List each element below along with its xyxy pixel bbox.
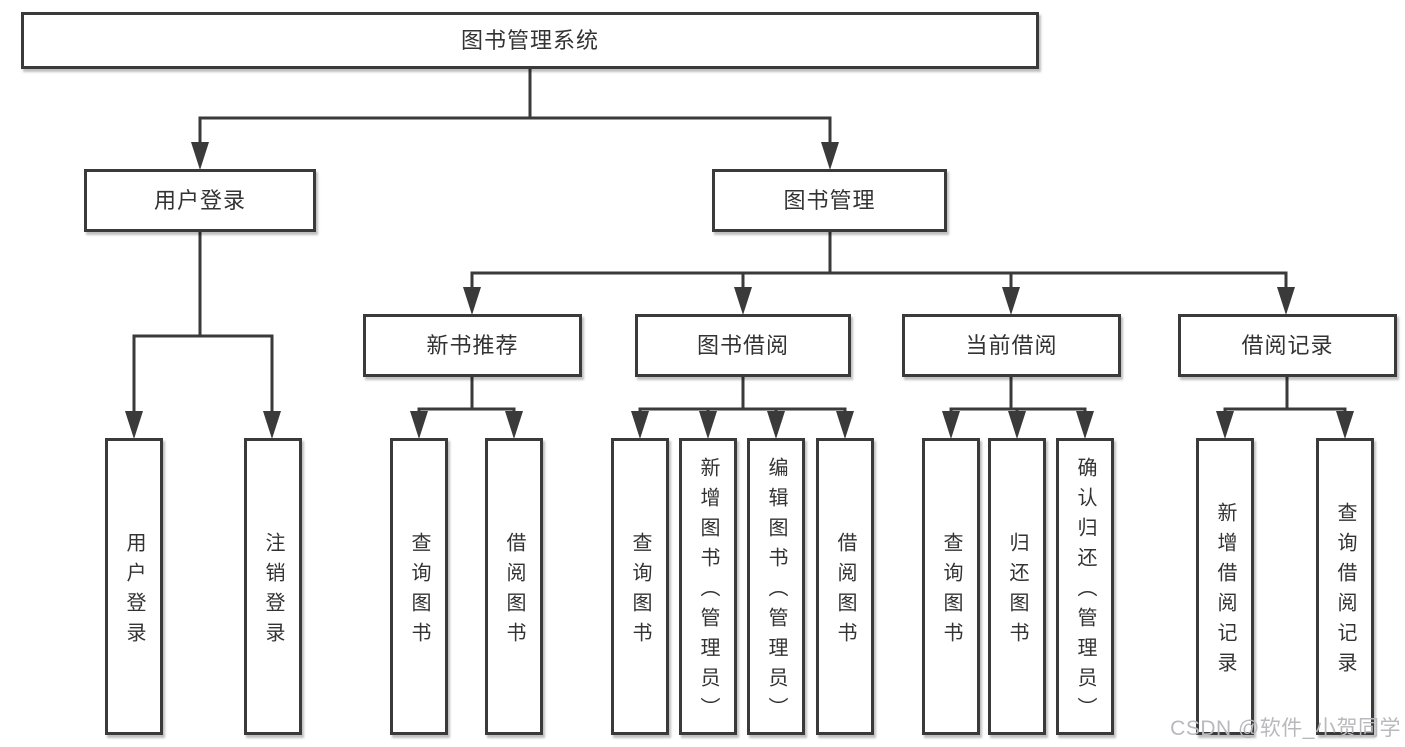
- leaf-bb-edit-books-admin: 编辑图书（管理员）: [747, 438, 805, 735]
- leaf-cb-return-books-label: 归还图书: [1006, 531, 1028, 652]
- leaf-cb-query-books: 查询图书: [922, 438, 980, 735]
- leaf-cb-return-books: 归还图书: [988, 438, 1046, 735]
- leaf-br-add-record: 新增借阅记录: [1196, 438, 1254, 735]
- node-current-borrow: 当前借阅: [902, 314, 1121, 377]
- node-library-system: 图书管理系统: [21, 12, 1039, 69]
- node-book-management: 图书管理: [712, 169, 947, 232]
- leaf-nb-borrow-books-label: 借阅图书: [503, 531, 525, 652]
- leaf-br-query-record: 查询借阅记录: [1316, 438, 1374, 735]
- node-current-borrow-label: 当前借阅: [965, 332, 1058, 358]
- node-borrow-records-label: 借阅记录: [1241, 332, 1334, 358]
- node-user-login-label: 用户登录: [153, 187, 246, 213]
- leaf-nb-query-books: 查询图书: [390, 438, 448, 735]
- leaf-bb-query-books-label: 查询图书: [629, 531, 651, 652]
- leaf-cb-query-books-label: 查询图书: [940, 531, 962, 652]
- leaf-nb-borrow-books: 借阅图书: [485, 438, 543, 735]
- leaf-nb-query-books-label: 查询图书: [408, 531, 430, 652]
- node-book-borrow: 图书借阅: [635, 314, 851, 377]
- leaf-br-add-record-label: 新增借阅记录: [1214, 501, 1236, 682]
- leaf-bb-add-books-admin: 新增图书（管理员）: [679, 438, 737, 735]
- node-borrow-records: 借阅记录: [1178, 314, 1397, 377]
- watermark: CSDN @软件_小贺同学: [1170, 717, 1401, 740]
- leaf-bb-add-books-admin-label: 新增图书（管理员）: [697, 456, 719, 727]
- node-library-system-label: 图书管理系统: [460, 27, 599, 53]
- leaf-bb-borrow-books: 借阅图书: [816, 438, 874, 735]
- node-book-management-label: 图书管理: [783, 187, 876, 213]
- leaf-user-login: 用户登录: [105, 438, 163, 735]
- leaf-bb-borrow-books-label: 借阅图书: [834, 531, 856, 652]
- leaf-bb-query-books: 查询图书: [611, 438, 669, 735]
- leaf-bb-edit-books-admin-label: 编辑图书（管理员）: [765, 456, 787, 727]
- node-book-borrow-label: 图书借阅: [696, 332, 789, 358]
- leaf-logout-label: 注销登录: [262, 531, 284, 652]
- node-new-book-recommend: 新书推荐: [363, 314, 582, 377]
- leaf-cb-confirm-return-admin-label: 确认归还（管理员）: [1074, 456, 1096, 727]
- leaf-user-login-label: 用户登录: [123, 531, 145, 652]
- leaf-cb-confirm-return-admin: 确认归还（管理员）: [1056, 438, 1114, 735]
- leaf-logout: 注销登录: [244, 438, 302, 735]
- leaf-br-query-record-label: 查询借阅记录: [1334, 501, 1356, 682]
- node-new-book-recommend-label: 新书推荐: [426, 332, 519, 358]
- node-user-login: 用户登录: [84, 169, 316, 232]
